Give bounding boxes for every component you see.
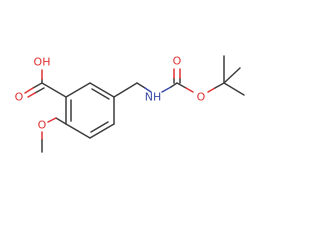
acid-co-bond — [32, 82, 43, 89]
acid-co-bond — [24, 87, 34, 94]
hydroxyl-label: OH — [34, 56, 51, 69]
ring-bond — [89, 82, 115, 98]
acid-co-double-bond — [34, 87, 45, 94]
acid-co-double-bond — [27, 92, 36, 98]
ring-bond — [65, 82, 91, 98]
acid-carbonyl-oxygen-label: O — [15, 91, 24, 104]
ester-bond — [176, 82, 187, 89]
tert-butyl-bond — [207, 87, 216, 93]
carbamate-n-bond — [161, 86, 172, 93]
ring-double-bond — [90, 121, 109, 133]
methoxy-bond — [47, 117, 57, 123]
amine-bond — [144, 87, 152, 93]
ring-double-bond — [91, 88, 110, 100]
ester-bond — [185, 87, 194, 93]
methoxy-group: O — [38, 117, 67, 153]
benzene-ring — [65, 82, 115, 139]
amine-bond — [136, 82, 146, 89]
boc-aminomethyl-group: NH O O — [113, 55, 225, 104]
amine-label: NH — [145, 91, 162, 104]
tert-butyl-bond — [214, 82, 225, 89]
carbamate-n-bond — [170, 82, 178, 88]
molecule-structure: OH O O NH O O — [15, 55, 245, 153]
ring-bond — [65, 123, 91, 139]
acid-bond — [41, 82, 67, 98]
carbamate-carbonyl-oxygen-label: O — [173, 55, 182, 68]
methylene-bond — [113, 82, 138, 98]
methoxy-bond — [55, 117, 67, 125]
tert-butyl-group — [223, 55, 245, 96]
carboxylic-acid-group: OH O — [15, 56, 67, 104]
ester-oxygen-label: O — [197, 91, 206, 104]
methoxy-oxygen-label: O — [38, 119, 47, 132]
tert-butyl-methyl-bond — [223, 82, 245, 96]
tert-butyl-methyl-bond — [223, 67, 241, 84]
ring-bond — [89, 123, 115, 139]
